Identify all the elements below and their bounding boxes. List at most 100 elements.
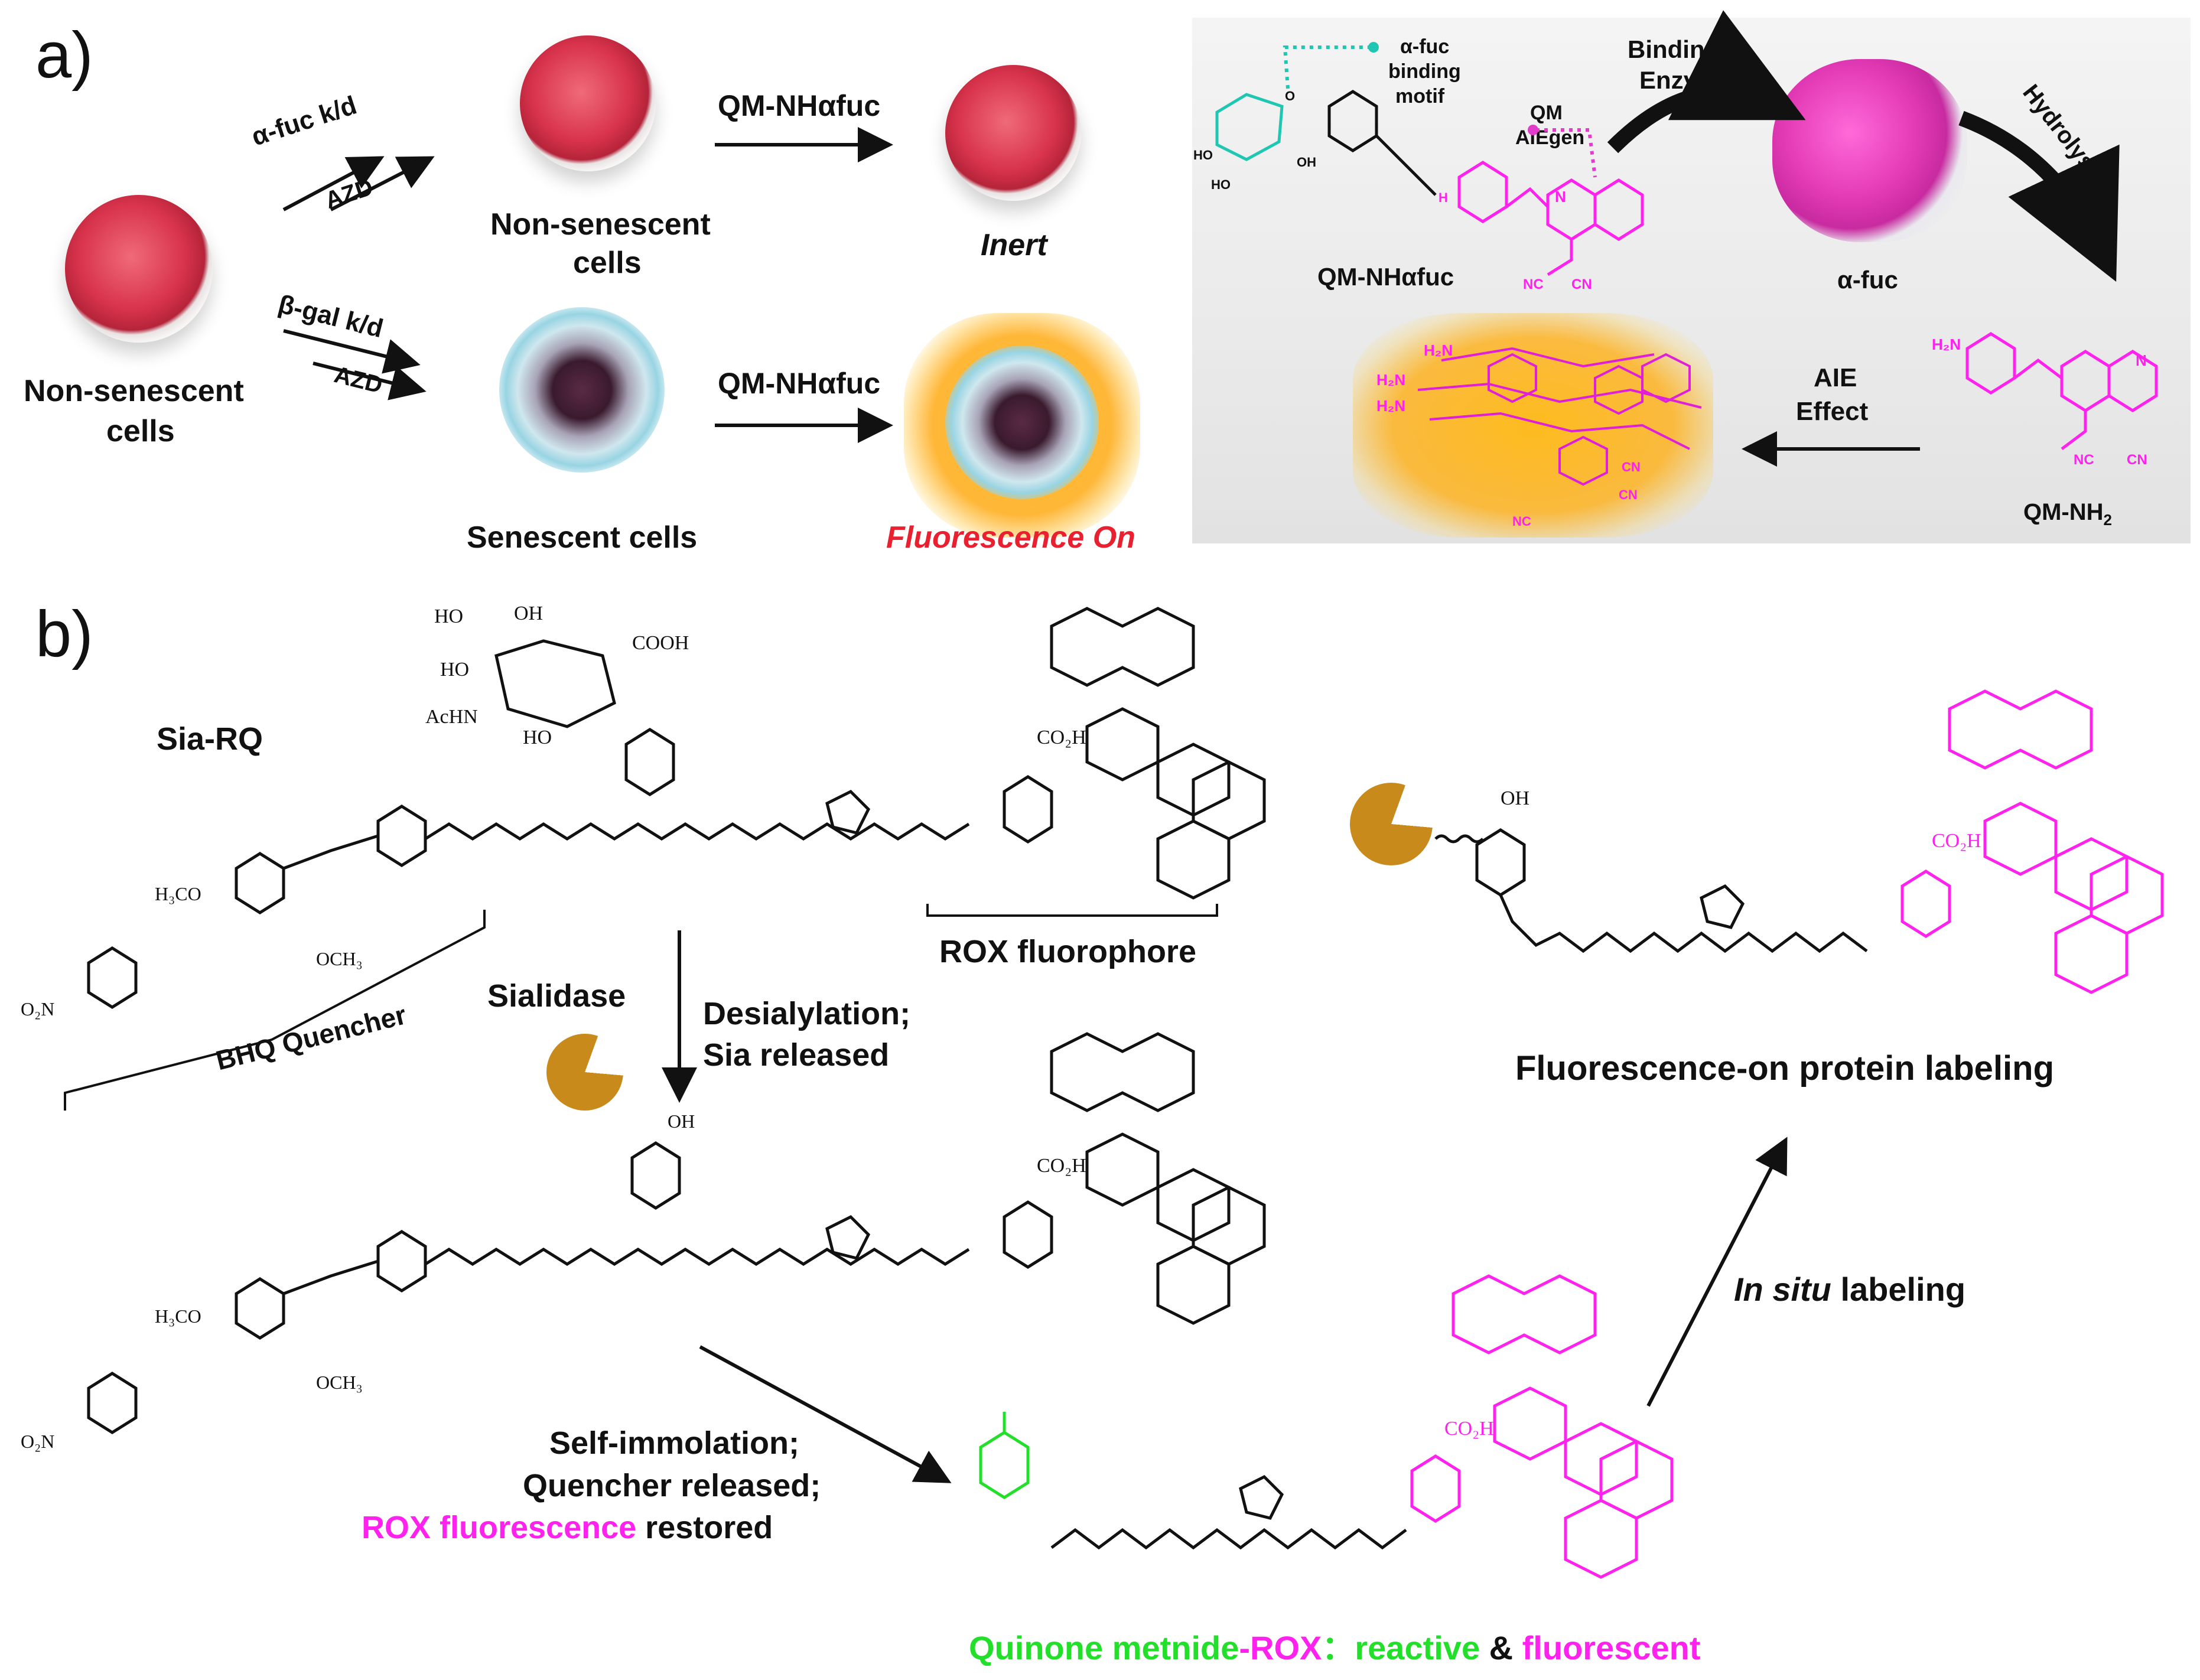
qm-rox-jul-top bbox=[1452, 1274, 1597, 1355]
agg-line-3 bbox=[1429, 412, 1690, 450]
rox-fluorescence-text: ROX fluorescence bbox=[362, 1510, 637, 1545]
qm-label-line1: QM bbox=[1530, 102, 1563, 124]
start-cells-label-line1: Non-senescent bbox=[24, 374, 244, 408]
qm-rox-part3: ：reactive bbox=[1322, 1629, 1480, 1666]
agg-line-1 bbox=[1441, 347, 1655, 368]
chem-ho-2: HO bbox=[1211, 177, 1231, 192]
probe-skeleton bbox=[1215, 90, 1644, 276]
sia-rq-skeleton bbox=[87, 607, 1266, 1009]
bhq-ring-1 bbox=[376, 805, 427, 867]
chem-h3co-1: H₃CO bbox=[155, 883, 201, 904]
aniline-ring bbox=[1457, 161, 1508, 223]
chem-cn-1: CN bbox=[1571, 276, 1592, 292]
chem-oh-2: OH bbox=[668, 1111, 695, 1132]
protein-phenol-ring bbox=[1475, 828, 1526, 897]
chem-o2n-2: O₂N bbox=[21, 1431, 55, 1452]
int-bhq-links bbox=[283, 1259, 379, 1295]
start-cells-label-line2: cells bbox=[106, 414, 175, 448]
rox-fluorophore-label: ROX fluorophore bbox=[939, 934, 1196, 969]
chem-oh-label: OH bbox=[1501, 787, 1530, 809]
arrow-beta-gal-1 bbox=[283, 329, 421, 374]
labeling-text: labeling bbox=[1831, 1271, 1966, 1308]
aie-aggregate-glow bbox=[1353, 313, 1713, 538]
chem-o2n-1: O₂N bbox=[21, 998, 55, 1020]
chem-co2h-qm: CO₂H bbox=[1444, 1418, 1494, 1440]
qm-quinone-ring bbox=[979, 1431, 1030, 1499]
agg-ring-4 bbox=[1641, 353, 1691, 403]
product-skeleton bbox=[1965, 332, 2158, 450]
panel-b-letter: b) bbox=[35, 598, 93, 670]
product-quin-ring-1 bbox=[2060, 350, 2111, 412]
bhq-ring-2 bbox=[235, 852, 285, 914]
chem-ho-sia-2: HO bbox=[440, 659, 470, 681]
fucose-ring bbox=[1215, 93, 1284, 161]
non-senescent-cell-top bbox=[520, 35, 656, 171]
qm-label-line2: AIEgen bbox=[1515, 126, 1585, 149]
desialylation-line1: Desialylation; bbox=[703, 996, 911, 1031]
qm-rox-jul-bottom-2 bbox=[1564, 1499, 1638, 1579]
int-rox-benzoyl bbox=[1003, 1200, 1053, 1269]
chem-oh-1: OH bbox=[1297, 155, 1316, 170]
chem-cn-product: CN bbox=[2127, 452, 2147, 468]
chem-ho-sia-1: HO bbox=[434, 605, 464, 627]
chem-och3-1: OCH₃ bbox=[316, 948, 363, 969]
product-name-text: QM-NH bbox=[2023, 499, 2104, 525]
agg-ring-2 bbox=[1594, 364, 1644, 415]
fluorescent-senescent-cell bbox=[945, 346, 1099, 499]
chem-nh-1: H bbox=[1439, 190, 1448, 205]
int-bhq-ring-1 bbox=[376, 1230, 427, 1292]
bracket-bhq bbox=[64, 910, 486, 1111]
bracket-rox bbox=[926, 904, 1218, 917]
binding-motif-line3: motif bbox=[1395, 85, 1445, 108]
protein-backbone bbox=[1499, 894, 1868, 953]
arrow-alpha-fuc-2 bbox=[330, 156, 435, 211]
qm-rox-skeleton bbox=[979, 1274, 1674, 1579]
int-backbone bbox=[424, 1248, 970, 1266]
chem-h2n-product: H₂N bbox=[1932, 336, 1961, 353]
dicyano-link bbox=[1547, 239, 1573, 276]
int-rox-xanthene-2 bbox=[1156, 1168, 1231, 1242]
inert-label: Inert bbox=[981, 228, 1047, 262]
sia-rq-backbone bbox=[424, 822, 970, 841]
protein-label-skeleton bbox=[1434, 689, 2164, 994]
product-vinyl bbox=[2013, 358, 2063, 379]
protein-triazole bbox=[1700, 884, 1745, 929]
chem-oh-sia-1: OH bbox=[514, 603, 544, 624]
protein-rox-xan-2 bbox=[2054, 837, 2129, 911]
panel-b-arrows bbox=[662, 930, 1788, 1483]
qm-rox-part1: Quinone metnide bbox=[969, 1629, 1239, 1666]
chem-co2h-1: CO₂H bbox=[1037, 727, 1086, 748]
self-immolation-line2: Quencher released; bbox=[523, 1468, 821, 1503]
nonsen-label-line1: Non-senescent bbox=[490, 207, 711, 242]
labeled-protein-enzyme-icon bbox=[1350, 783, 1433, 865]
agg-line-2 bbox=[1417, 382, 1702, 409]
sia-ring bbox=[494, 639, 616, 728]
chem-cooh: COOH bbox=[632, 632, 689, 654]
enzyme-label: α-fuc bbox=[1837, 266, 1898, 294]
int-triazole bbox=[825, 1215, 871, 1260]
int-phenol-ring bbox=[630, 1141, 681, 1210]
agg-ring-3 bbox=[1558, 435, 1608, 486]
intermediate-skeleton bbox=[87, 1032, 1266, 1434]
teal-pointer bbox=[1283, 45, 1371, 89]
chem-co2h-2: CO₂H bbox=[1037, 1155, 1086, 1177]
bhq-ring-3 bbox=[87, 946, 138, 1009]
sialidase-enzyme-icon bbox=[546, 1034, 623, 1111]
rox-xanthene-1 bbox=[1085, 707, 1160, 782]
chem-nc-product: NC bbox=[2074, 452, 2094, 468]
panel-a-arrows bbox=[282, 127, 1920, 467]
chem-cn-agg-1: CN bbox=[1622, 460, 1641, 474]
quinoline-ring-2 bbox=[1593, 178, 1644, 241]
chem-ho-1: HO bbox=[1193, 148, 1213, 162]
in-situ-label: In situ labeling bbox=[1734, 1270, 1965, 1308]
aie-line2: Effect bbox=[1796, 397, 1869, 426]
chem-o-ring: O bbox=[1285, 89, 1296, 103]
int-bhq-ring-2 bbox=[235, 1277, 285, 1340]
qm-rox-part5: fluorescent bbox=[1522, 1629, 1701, 1666]
rox-bracket bbox=[926, 904, 1218, 917]
arrow-alpha-fuc-1 bbox=[282, 156, 385, 211]
restored-text: restored bbox=[636, 1510, 773, 1545]
chem-h2n-agg-2: H₂N bbox=[1376, 371, 1406, 389]
product-name: QM-NH2 bbox=[2023, 499, 2112, 529]
chem-achn: AcHN bbox=[425, 706, 478, 728]
